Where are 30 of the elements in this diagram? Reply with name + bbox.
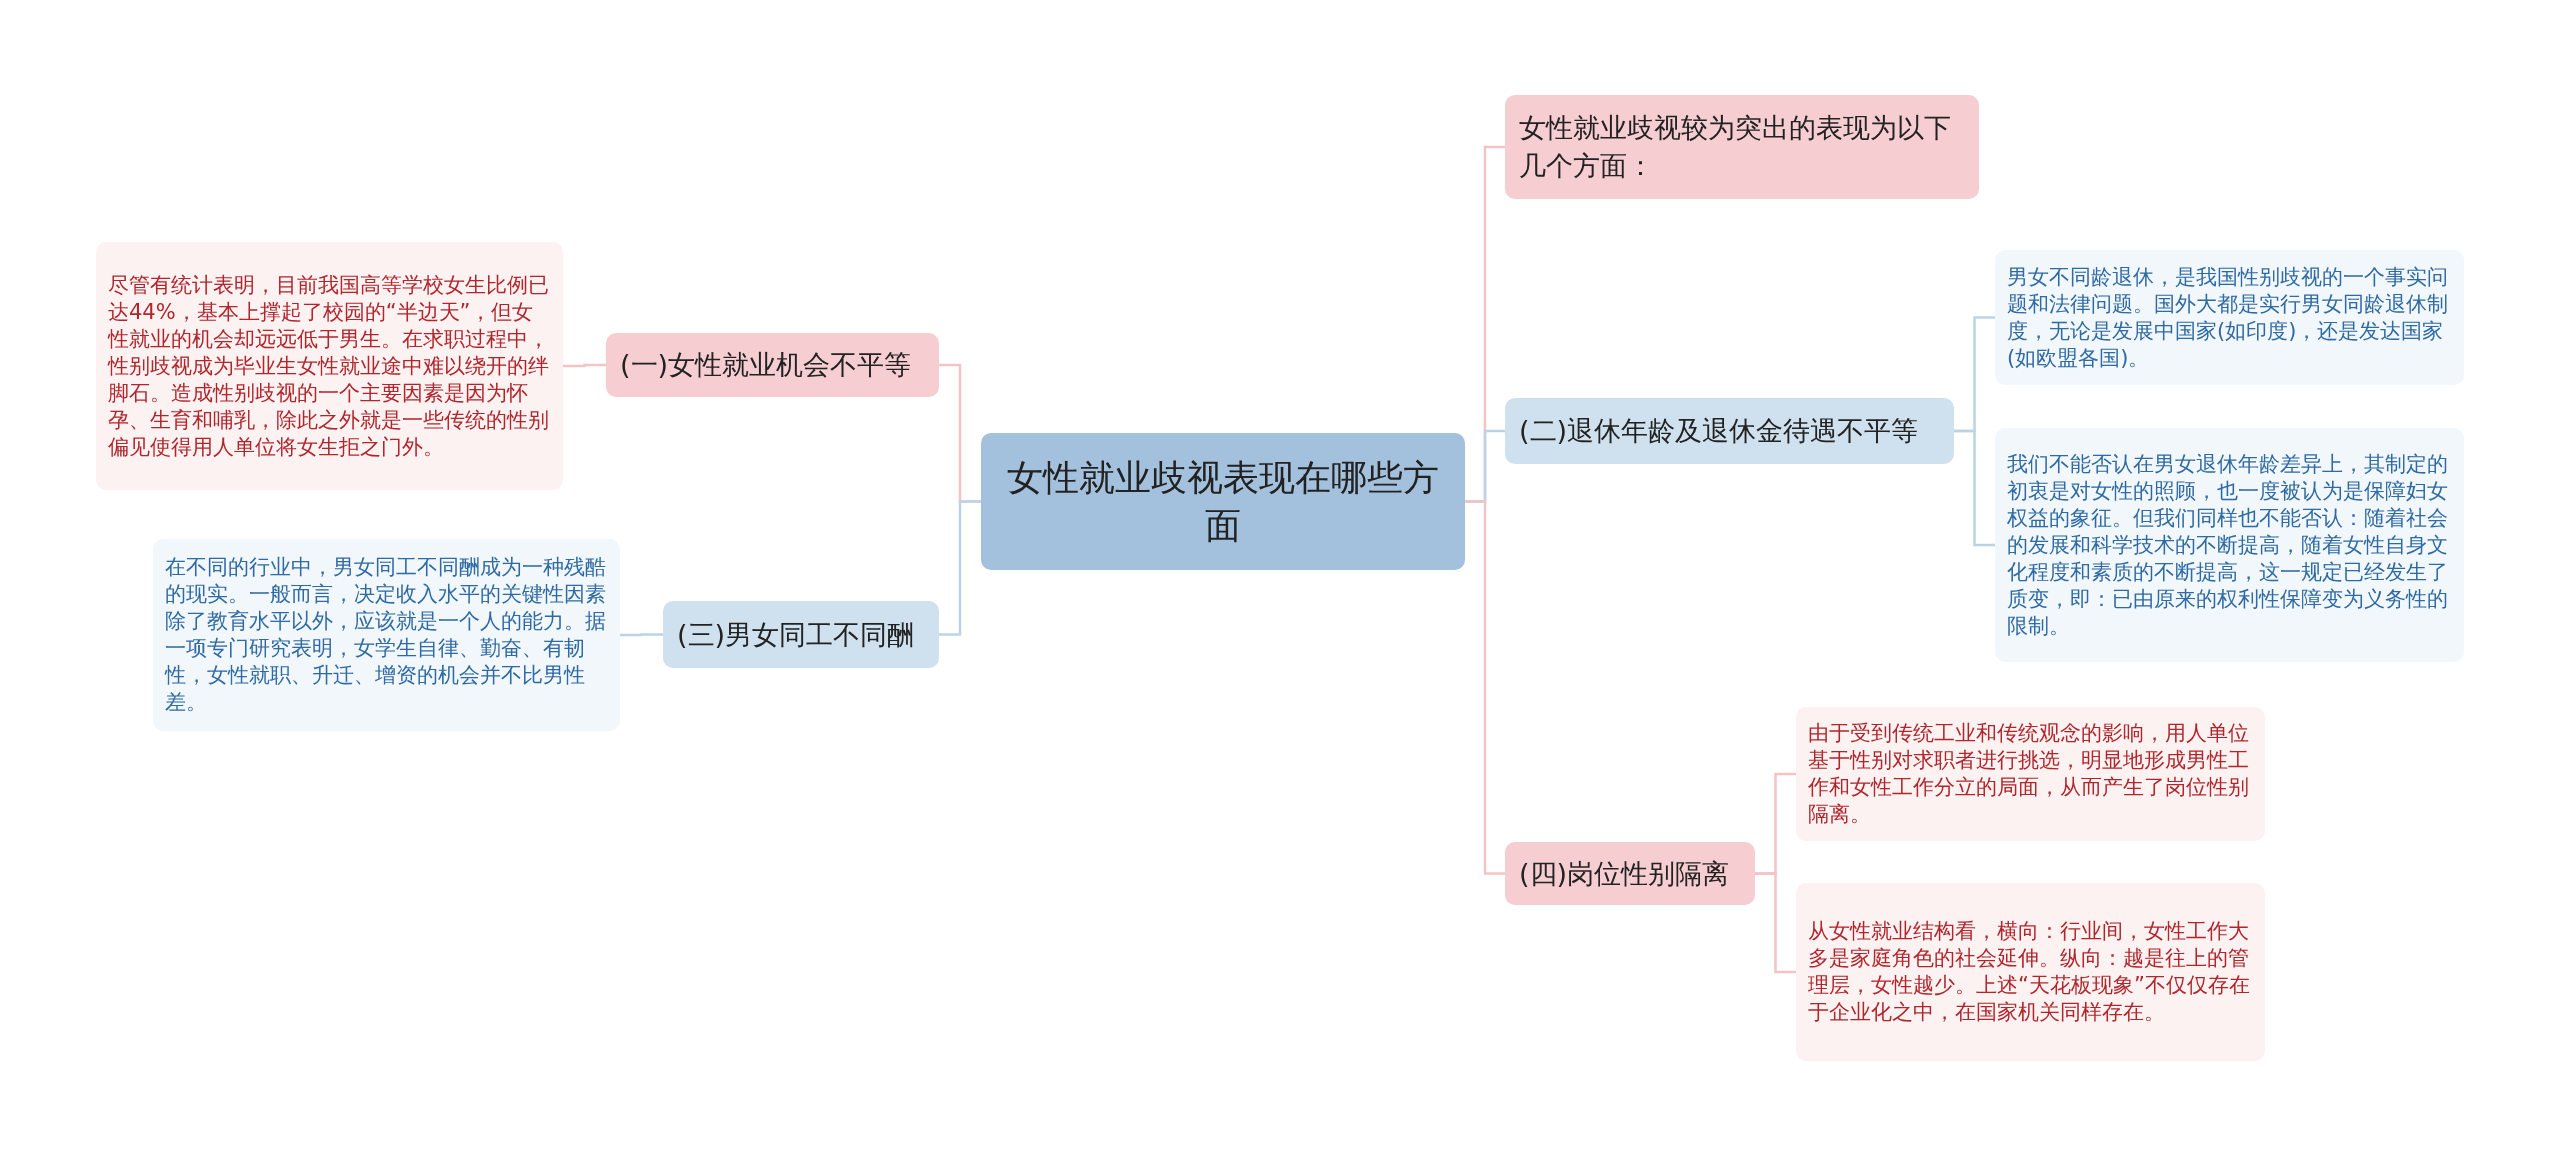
branch-topic-box (606, 333, 939, 397)
note-text: 我们不能否认在男女退休年龄差异上，其制定的初衷是对女性的照顾，也一度被认为是保障妇女权益的象征。但我们同样也不能否认：随着社会的发展和科学技术的不断提高，随着女性自身文化程度和素质的不断提高，这一规定已经发生了质变，即：已由原来的权利性保障变为义务性的限制。 (2007, 450, 2449, 640)
detail-note-box (153, 539, 620, 731)
central-topic-box (981, 433, 1465, 570)
connector-line (1954, 429, 1995, 547)
detail-note-box (1995, 250, 2464, 385)
branch-topic-box (1505, 842, 1755, 905)
branch-topic-box (1505, 398, 1954, 464)
central-topic-text: 女性就业歧视表现在哪些方面 (1006, 455, 1440, 548)
note-text: 从女性就业结构看，横向：行业间，女性工作大多是家庭角色的社会延伸。纵向：越是往上的管理层，女性越少。上述“天花板现象”不仅仅存在于企业化之中，在国家机关同样存在。 (1808, 918, 2251, 1026)
note-text: 由于受到传统工业和传统观念的影响，用人单位基于性别对求职者进行挑选，明显地形成男性工作和女性工作分立的局面，从而产生了岗位性别隔离。 (1808, 720, 2250, 828)
branch-topic-text: (一)女性就业机会不平等 (620, 348, 912, 382)
detail-note-box (1796, 707, 2265, 841)
connector-line (1465, 500, 1505, 875)
branch-topic-box (1505, 95, 1979, 199)
branch-topic-text: (四)岗位性别隔离 (1519, 856, 1730, 891)
branch-topic-box (663, 601, 939, 668)
connector-line (563, 363, 606, 368)
connector-line (939, 500, 981, 636)
detail-note-box (1995, 428, 2464, 662)
branch-topic-text: (三)男女同工不同酬 (677, 617, 915, 652)
branch-topic-text: 女性就业歧视较为突出的表现为以下几个方面： (1519, 111, 1952, 183)
note-text: 男女不同龄退休，是我国性别歧视的一个事实问题和法律问题。国外大都是实行男女同龄退休制度，无论是发展中国家(如印度)，还是发达国家(如欧盟各国)。 (2007, 263, 2449, 372)
note-text: 在不同的行业中，男女同工不同酬成为一种残酷的现实。一般而言，决定收入水平的关键性因素除了教育水平以外，应该就是一个人的能力。据一项专门研究表明，女学生自律、勤奋、有韧性，女性就职、升迁、增资的机会并不比男性差。 (165, 554, 607, 716)
branch-topic-text: (二)退休年龄及退休金待遇不平等 (1519, 414, 1919, 448)
note-text: 尽管有统计表明，目前我国高等学校女生比例已达44%，基本上撑起了校园的“半边天”，但女性就业的机会却远远低于男生。在求职过程中，性别歧视成为毕业生女性就业途中难以绕开的绊脚石。造成性别歧视的一个主要因素是因为怀孕、生育和哺乳，除此之外就是一些传统的性别偏见使得用人单位将女生拒之门外。 (108, 271, 550, 461)
connector-line (1755, 872, 1796, 974)
detail-note-box (1796, 883, 2265, 1061)
connector-line (620, 633, 663, 637)
detail-note-box (96, 242, 563, 490)
